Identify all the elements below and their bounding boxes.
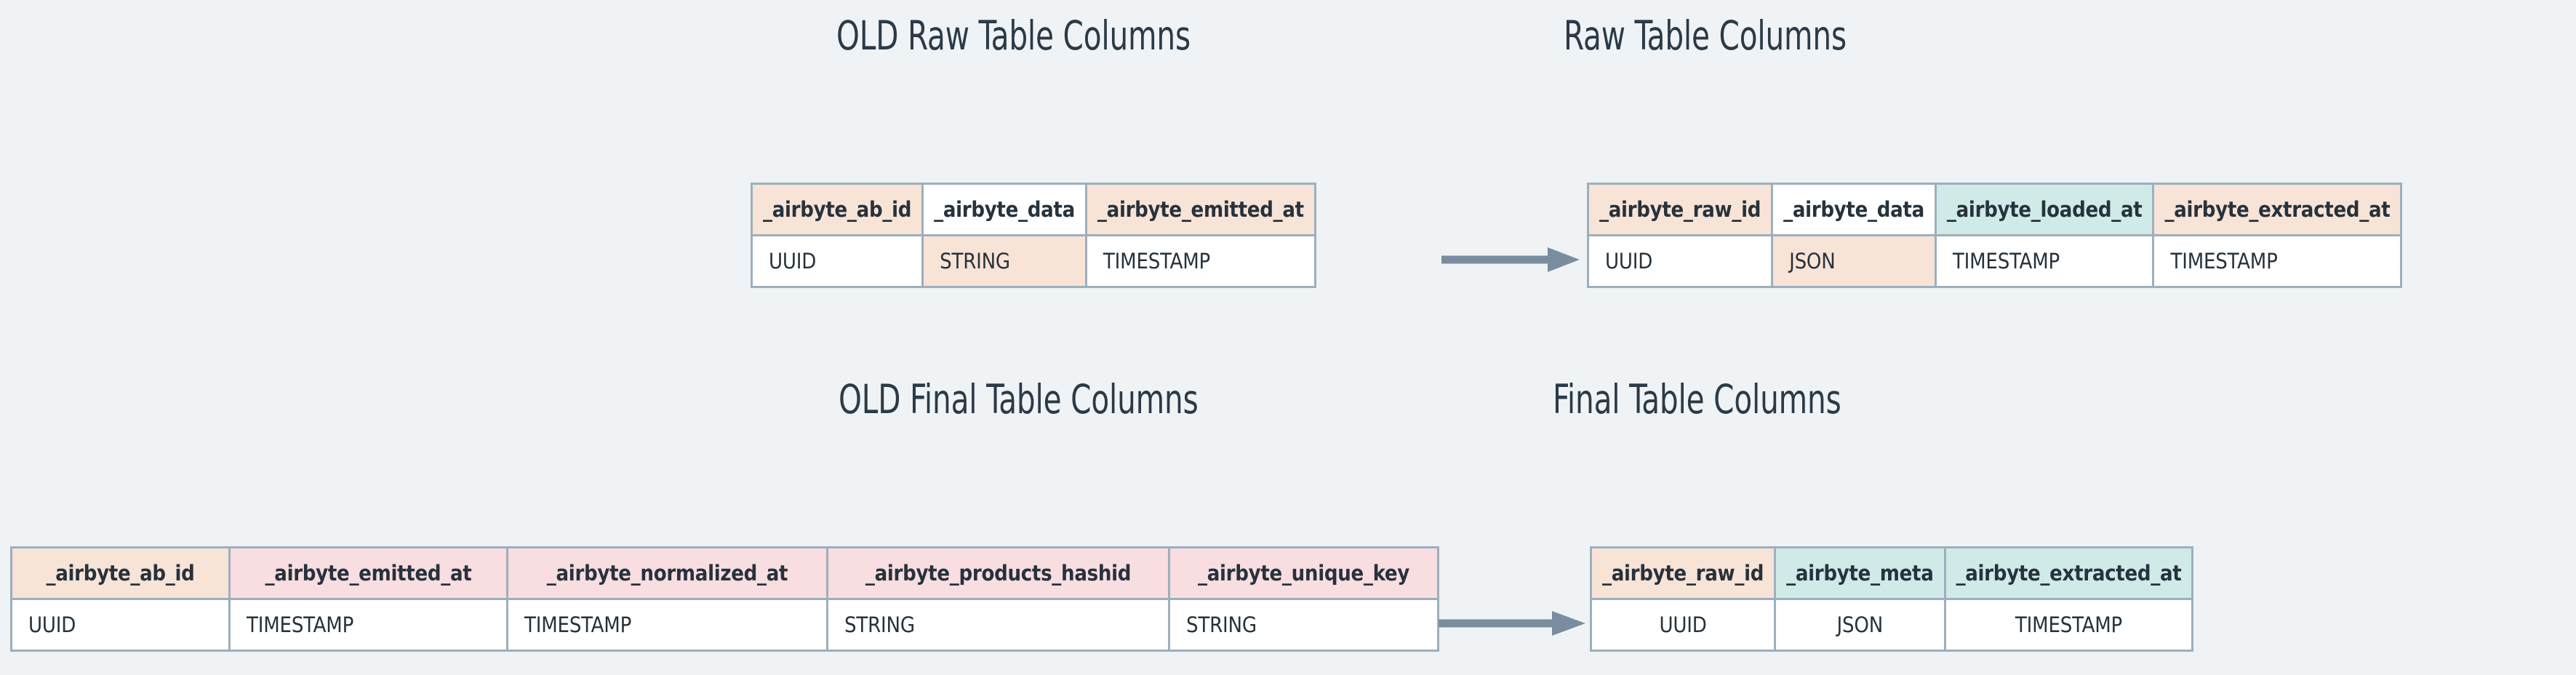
column-header-cell: _airbyte_extracted_at — [2152, 183, 2403, 236]
column-header-cell: _airbyte_emitted_at — [1084, 183, 1316, 236]
column-header-cell: _airbyte_normalized_at — [506, 546, 828, 600]
table-header-row: _airbyte_raw_id_airbyte_meta_airbyte_ext… — [1589, 546, 2194, 600]
column-header-cell: _airbyte_extracted_at — [1943, 546, 2194, 600]
column-header-cell: _airbyte_data — [1771, 183, 1937, 236]
column-type-cell: TIMESTAMP — [1934, 234, 2155, 288]
raw-transition-arrow-icon — [1441, 245, 1587, 274]
column-header-cell: _airbyte_meta — [1774, 546, 1946, 600]
column-header-cell: _airbyte_ab_id — [750, 183, 924, 236]
final-transition-arrow-icon — [1439, 609, 1593, 638]
column-header-cell: _airbyte_data — [921, 183, 1087, 236]
title-final-table-columns: Final Table Columns — [1553, 376, 1841, 423]
column-type-cell: JSON — [1771, 234, 1937, 288]
column-type-cell: STRING — [1168, 598, 1439, 652]
table-old-final-columns: _airbyte_ab_id_airbyte_emitted_at_airbyt… — [10, 546, 1439, 652]
column-header-cell: _airbyte_raw_id — [1589, 546, 1777, 600]
column-type-cell: TIMESTAMP — [1943, 598, 2194, 652]
table-header-row: _airbyte_ab_id_airbyte_data_airbyte_emit… — [750, 183, 1316, 236]
column-header-cell: _airbyte_products_hashid — [826, 546, 1170, 600]
arrow-head — [1548, 247, 1580, 272]
column-type-cell: STRING — [921, 234, 1087, 288]
table-raw-columns: _airbyte_raw_id_airbyte_data_airbyte_loa… — [1586, 183, 2403, 288]
column-header-cell: _airbyte_ab_id — [10, 546, 231, 600]
column-type-cell: UUID — [750, 234, 924, 288]
arrow-right-icon — [1439, 611, 1585, 636]
title-old-final-table-columns: OLD Final Table Columns — [839, 376, 1199, 423]
column-type-cell: UUID — [1589, 598, 1777, 652]
table-old-raw-columns: _airbyte_ab_id_airbyte_data_airbyte_emit… — [750, 183, 1316, 288]
table-header-row: _airbyte_raw_id_airbyte_data_airbyte_loa… — [1586, 183, 2403, 236]
title-raw-table-columns: Raw Table Columns — [1564, 12, 1847, 59]
table-header-row: _airbyte_ab_id_airbyte_emitted_at_airbyt… — [10, 546, 1439, 600]
table-final-columns: _airbyte_raw_id_airbyte_meta_airbyte_ext… — [1589, 546, 2194, 652]
arrow-head — [1552, 611, 1585, 636]
column-header-cell: _airbyte_emitted_at — [228, 546, 508, 600]
column-type-cell: JSON — [1774, 598, 1946, 652]
column-type-cell: TIMESTAMP — [506, 598, 828, 652]
title-old-raw-table-columns: OLD Raw Table Columns — [836, 12, 1191, 59]
column-type-cell: STRING — [826, 598, 1170, 652]
column-header-cell: _airbyte_loaded_at — [1934, 183, 2155, 236]
column-type-cell: TIMESTAMP — [2152, 234, 2403, 288]
arrow-right-icon — [1441, 247, 1580, 272]
column-type-cell: UUID — [10, 598, 231, 652]
column-type-cell: TIMESTAMP — [228, 598, 508, 652]
column-header-cell: _airbyte_unique_key — [1168, 546, 1439, 600]
column-header-cell: _airbyte_raw_id — [1586, 183, 1774, 236]
column-type-cell: UUID — [1586, 234, 1774, 288]
column-type-cell: TIMESTAMP — [1084, 234, 1316, 288]
